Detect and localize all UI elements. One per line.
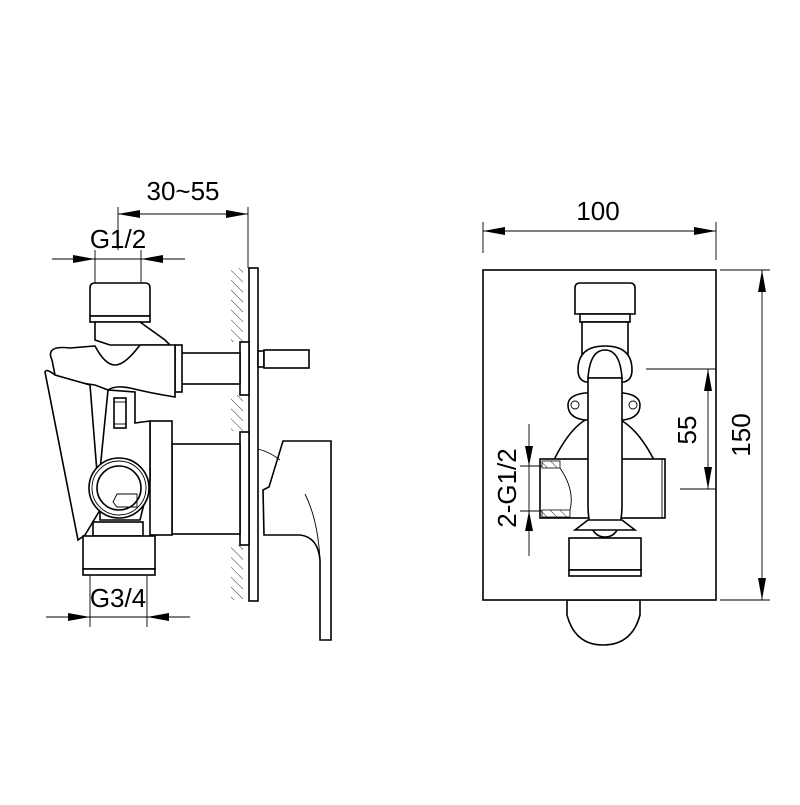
diverter-stem bbox=[263, 349, 310, 369]
upper-flange bbox=[239, 341, 250, 396]
dim-plate-width: 100 bbox=[482, 196, 717, 260]
dim-side-ports-label: 2-G1/2 bbox=[492, 448, 522, 528]
upper-shaft-nut bbox=[174, 344, 183, 393]
dim-plate-height: 150 bbox=[720, 269, 770, 601]
dim-wall-depth-label: 30~55 bbox=[146, 176, 219, 206]
stem-collar bbox=[257, 350, 265, 368]
front-bottom-outlet bbox=[568, 519, 642, 577]
central-tube bbox=[587, 377, 623, 538]
dim-plate-height-label: 150 bbox=[726, 413, 756, 456]
cover-plate bbox=[248, 267, 259, 602]
valve-body bbox=[49, 344, 176, 398]
top-inlet bbox=[89, 282, 172, 346]
body-slot bbox=[113, 397, 127, 429]
front-top-inlet bbox=[574, 282, 636, 355]
dim-top-inlet: G1/2 bbox=[52, 224, 185, 283]
cartridge-body bbox=[171, 443, 241, 535]
cartridge-housing bbox=[149, 420, 173, 536]
dim-side-ports: 2-G1/2 bbox=[492, 424, 542, 556]
front-view: 100 150 55 2-G1/2 bbox=[482, 196, 770, 646]
side-port bbox=[88, 457, 150, 519]
bottom-outlet bbox=[82, 521, 156, 576]
dim-bottom-outlet-label: G3/4 bbox=[90, 583, 146, 613]
lever-handle bbox=[262, 440, 332, 641]
side-view: 30~55 G1/2 G3/4 bbox=[44, 176, 332, 641]
dim-center-spacing: 55 bbox=[646, 368, 716, 490]
upper-shaft bbox=[180, 352, 241, 385]
dim-plate-width-label: 100 bbox=[576, 196, 619, 226]
wall-hatch bbox=[231, 268, 243, 600]
dim-wall-depth: 30~55 bbox=[117, 176, 249, 268]
lower-flange bbox=[239, 431, 250, 546]
body-leg-left bbox=[44, 369, 101, 542]
handle-bottom bbox=[566, 599, 641, 646]
dim-bottom-outlet: G3/4 bbox=[46, 575, 190, 627]
dim-top-inlet-label: G1/2 bbox=[90, 224, 146, 254]
dim-center-spacing-label: 55 bbox=[672, 416, 702, 445]
